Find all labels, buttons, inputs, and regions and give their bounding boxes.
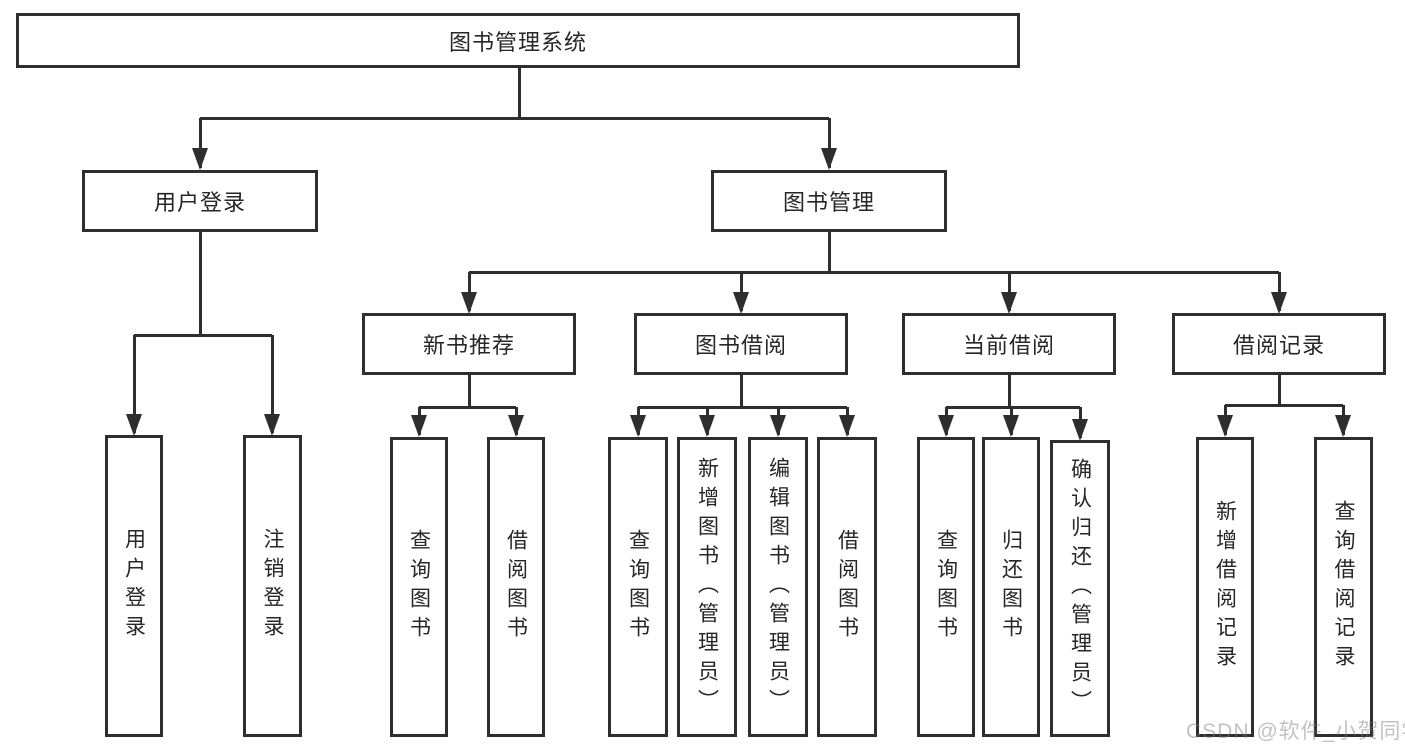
connector-line <box>518 68 521 120</box>
arrowhead-down-icon <box>411 415 427 437</box>
csdn-watermark: CSDN @软件_小贺同学 <box>1186 720 1405 743</box>
arrowhead-down-icon <box>770 415 786 437</box>
diagram-node-label: 图书借阅 <box>694 333 787 358</box>
diagram-node-book-mgmt-branch: 图书管理 <box>711 170 947 232</box>
arrowhead-down-icon <box>192 148 208 170</box>
diagram-node-logout-leaf: 注销登录 <box>243 435 302 737</box>
connector-line <box>740 272 743 311</box>
arrowhead-down-icon <box>508 415 524 437</box>
arrowhead-down-icon <box>264 414 280 436</box>
diagram-node-label: 查询图书 <box>934 529 958 645</box>
diagram-node-borrow-books-new: 借阅图书 <box>487 437 545 737</box>
diagram-node-add-books-admin: 新增图书（管理员） <box>677 437 737 737</box>
arrowhead-down-icon <box>733 292 749 314</box>
arrowhead-down-icon <box>938 415 954 437</box>
diagram-node-label: 图书管理系统 <box>448 29 587 55</box>
diagram-node-label: 确认归还（管理员） <box>1068 458 1092 719</box>
connector-line <box>133 335 136 433</box>
diagram-node-user-login-branch: 用户登录 <box>82 170 318 232</box>
diagram-node-add-borrow-record: 新增借阅记录 <box>1196 437 1254 737</box>
connector-line <box>828 118 831 168</box>
diagram-node-label: 用户登录 <box>153 190 246 215</box>
arrowhead-down-icon <box>1217 415 1233 437</box>
connector-line <box>199 118 202 168</box>
connector-line <box>271 335 274 433</box>
connector-line <box>468 375 471 407</box>
arrowhead-down-icon <box>1335 415 1351 437</box>
diagram-node-label: 借阅图书 <box>504 529 528 645</box>
diagram-node-label: 借阅记录 <box>1232 333 1325 358</box>
diagram-node-label: 新书推荐 <box>422 333 515 358</box>
connector-line <box>1278 272 1281 311</box>
connector-line <box>638 406 847 409</box>
connector-line <box>134 334 272 337</box>
diagram-node-label: 借阅图书 <box>835 529 859 645</box>
connector-line <box>946 406 1080 409</box>
diagram-node-root: 图书管理系统 <box>16 13 1020 68</box>
arrowhead-down-icon <box>461 292 477 314</box>
diagram-node-label: 当前借阅 <box>962 333 1055 358</box>
arrowhead-down-icon <box>1072 419 1088 441</box>
arrowhead-down-icon <box>699 415 715 437</box>
arrowhead-down-icon <box>1003 415 1019 437</box>
diagram-node-borrow-records: 借阅记录 <box>1172 313 1386 375</box>
diagram-node-borrow-books-borrow: 借阅图书 <box>817 437 877 737</box>
diagram-node-label: 图书管理 <box>782 190 875 215</box>
diagram-node-confirm-return-admin: 确认归还（管理员） <box>1050 440 1110 737</box>
diagram-node-return-books: 归还图书 <box>982 437 1040 737</box>
diagram-node-query-books-new: 查询图书 <box>390 437 448 737</box>
connector-line <box>1225 404 1343 407</box>
diagram-node-book-borrow: 图书借阅 <box>634 313 848 375</box>
arrowhead-down-icon <box>1271 292 1287 314</box>
diagram-node-label: 归还图书 <box>999 529 1023 645</box>
diagram-node-label: 编辑图书（管理员） <box>766 456 790 718</box>
diagram-node-label: 用户登录 <box>122 528 146 644</box>
diagram-node-edit-books-admin: 编辑图书（管理员） <box>748 437 808 737</box>
diagram-node-user-login-leaf: 用户登录 <box>105 435 163 737</box>
arrowhead-down-icon <box>126 414 142 436</box>
connector-line <box>1008 272 1011 311</box>
diagram-node-label: 查询图书 <box>407 529 431 645</box>
connector-line <box>200 117 829 120</box>
diagram-node-label: 新增借阅记录 <box>1213 500 1237 674</box>
diagram-node-query-books-borrow: 查询图书 <box>608 437 668 737</box>
arrowhead-down-icon <box>839 415 855 437</box>
diagram-node-label: 查询图书 <box>626 529 650 645</box>
connector-line <box>419 406 516 409</box>
diagram-node-label: 注销登录 <box>261 528 284 644</box>
arrowhead-down-icon <box>1001 292 1017 314</box>
diagram-node-label: 新增图书（管理员） <box>695 456 719 718</box>
diagram-node-new-book-rec: 新书推荐 <box>362 313 576 375</box>
diagram-node-current-borrow: 当前借阅 <box>902 313 1116 375</box>
diagram-node-label: 查询借阅记录 <box>1332 500 1355 674</box>
connector-line <box>1008 375 1011 407</box>
arrowhead-down-icon <box>630 415 646 437</box>
arrowhead-down-icon <box>821 148 837 170</box>
connector-line <box>1278 375 1281 405</box>
connector-line <box>469 271 1279 274</box>
diagram-node-query-borrow-record: 查询借阅记录 <box>1314 437 1373 737</box>
connector-line <box>828 232 831 272</box>
connector-line <box>468 272 471 311</box>
connector-line <box>740 375 743 407</box>
connector-line <box>199 232 202 335</box>
diagram-node-query-books-current: 查询图书 <box>917 437 975 737</box>
